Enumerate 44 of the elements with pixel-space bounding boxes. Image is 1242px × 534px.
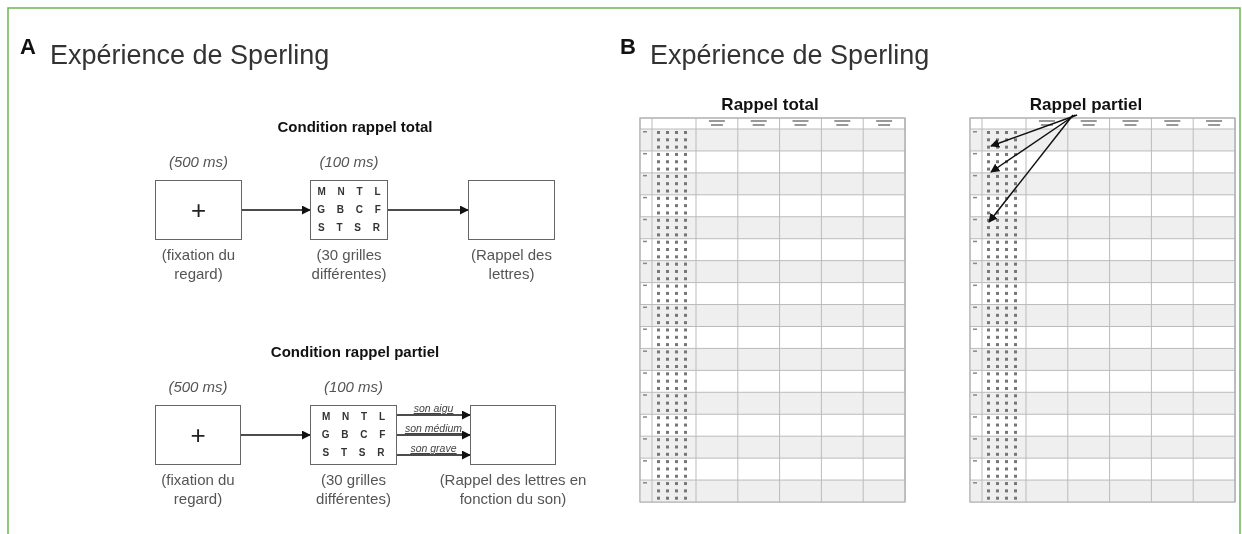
fixation-cross: + — [189, 422, 207, 448]
node-label: (fixation du regard) — [160, 470, 236, 508]
node-label: (fixation du regard) — [160, 245, 237, 283]
node-label: (30 grilles différentes) — [315, 470, 392, 508]
edge-label: son médium — [404, 422, 463, 434]
duration-label: (100 ms) — [318, 152, 380, 171]
arrow — [990, 114, 1078, 148]
fixation-cross: + — [189, 197, 208, 223]
letter-row-text: S T S R — [321, 446, 386, 460]
letter-row-text: G B C F — [320, 428, 387, 442]
duration-label: (500 ms) — [167, 152, 230, 171]
panel-title: Expérience de Sperling — [650, 40, 930, 71]
node-label: (Rappel des lettres) — [470, 245, 553, 283]
letter-grid-box — [310, 405, 397, 465]
fixation-screen-box — [155, 180, 242, 240]
edge-label: son aigu — [413, 402, 454, 414]
arrow — [396, 450, 471, 460]
panel-letter: B — [620, 34, 636, 60]
duration-label: (500 ms) — [167, 377, 229, 396]
letter-row-text: G B C F — [316, 203, 382, 217]
arrow — [990, 114, 1076, 173]
letter-row-text: S T S R — [317, 221, 381, 235]
arrow — [988, 114, 1074, 223]
arrow — [387, 205, 469, 215]
arrow — [396, 430, 471, 440]
blank-screen-box — [468, 180, 555, 240]
panel-title: Expérience de Sperling — [50, 40, 330, 71]
table-title: Rappel total — [721, 95, 819, 115]
letter-row-text: M N T L — [316, 185, 382, 199]
fixation-screen-box — [155, 405, 241, 465]
arrow — [240, 430, 311, 440]
duration-label: (100 ms) — [322, 377, 385, 396]
node-label: (Rappel des lettres en fonction du son) — [438, 470, 588, 508]
edge-label: son grave — [410, 442, 457, 454]
table-title: Rappel partiel — [1025, 95, 1147, 115]
letter-grid-box — [310, 180, 388, 240]
arrow — [241, 205, 311, 215]
panel-letter: A — [20, 34, 36, 60]
arrow — [396, 410, 471, 420]
node-label: (30 grilles différentes) — [310, 245, 388, 283]
section-heading: Condition rappel total — [277, 118, 433, 135]
letter-row-text: M N T L — [320, 410, 387, 424]
blank-screen-box — [470, 405, 556, 465]
section-heading: Condition rappel partiel — [270, 343, 440, 360]
